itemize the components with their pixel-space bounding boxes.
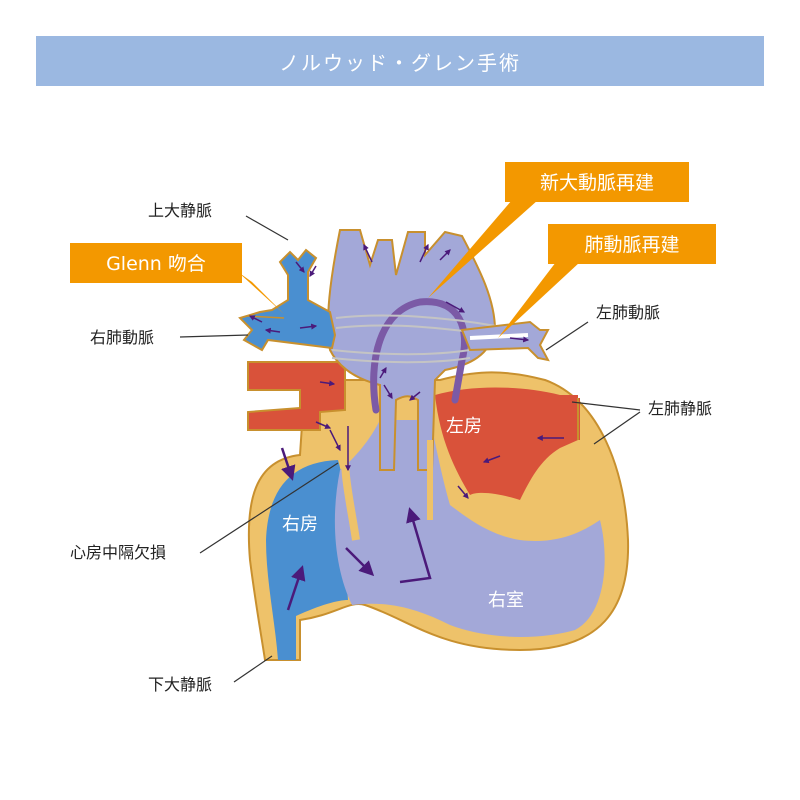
right-pulmonary-veins [247,361,346,431]
flow-arrows-large [280,447,432,611]
label-ivc: 下大静脈 [148,675,212,694]
leader-lines [179,215,641,683]
callout-neo-aorta-text: 新大動脈再建 [540,172,654,194]
callout-glenn-text: Glenn 吻合 [106,253,206,275]
label-asd: 心房中隔欠損 [70,543,166,562]
label-la: 左房 [446,416,482,437]
flow-arrows-small [248,243,564,499]
label-ra: 右房 [282,514,318,535]
title-banner: ノルウッド・グレン手術 [36,36,764,86]
label-rpa: 右肺動脈 [90,328,154,347]
callout-pa-recon: 肺動脈再建 [498,224,716,338]
callout-neo-aorta: 新大動脈再建 [428,162,689,298]
label-svc: 上大静脈 [148,201,212,220]
callout-glenn: Glenn 吻合 [70,243,284,314]
left-pulmonary-veins [540,398,580,440]
label-lpa: 左肺動脈 [596,303,660,322]
label-rv: 右室 [488,590,524,611]
left-pulmonary-artery [460,320,550,362]
superior-vena-cava [238,248,337,352]
page-title: ノルウッド・グレン手術 [279,50,521,75]
right-atrium [266,460,348,660]
label-lpv: 左肺静脈 [648,399,712,418]
atrial-septum [340,439,360,541]
callout-pa-recon-text: 肺動脈再建 [584,234,679,256]
